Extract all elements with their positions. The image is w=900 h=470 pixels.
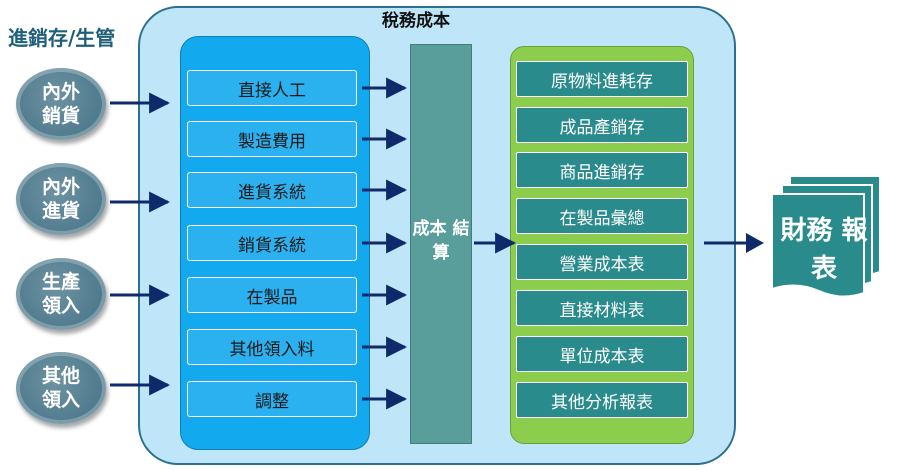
report-item-other-analysis[interactable]: 其他分析報表 [516,382,688,418]
input-circle-0[interactable]: 內外 銷貨 [16,68,106,140]
financial-statement-label: 財務 報表 [780,216,868,284]
report-item-finished-goods[interactable]: 成品產銷存 [516,107,688,143]
document-stack-icon [771,175,881,298]
cost-item-manufacturing-overhead[interactable]: 製造費用 [187,121,357,157]
report-item-wip-summary[interactable]: 在製品彙總 [516,198,688,234]
report-item-raw-material[interactable]: 原物料進耗存 [516,61,688,97]
cost-item-work-in-process[interactable]: 在製品 [187,277,357,313]
main-title: 稅務成本 [382,11,450,31]
input-label: 內外 銷貨 [41,81,80,127]
side-title: 進銷存/生管 [8,26,116,50]
report-item-direct-material[interactable]: 直接材料表 [516,290,688,326]
input-label: 內外 進貨 [41,176,80,222]
cost-settlement-label: 成本 結算 [412,219,470,263]
report-item-merchandise[interactable]: 商品進銷存 [516,152,688,188]
input-label: 生產 領入 [41,271,80,317]
report-item-operating-cost[interactable]: 營業成本表 [516,244,688,280]
cost-item-other-materials[interactable]: 其他領入料 [187,329,357,365]
report-item-unit-cost[interactable]: 單位成本表 [516,336,688,372]
cost-settlement-bar [410,44,472,444]
cost-item-adjustment[interactable]: 調整 [187,381,357,417]
cost-item-purchasing-system[interactable]: 進貨系統 [187,172,357,208]
input-circle-2[interactable]: 生產 領入 [16,258,106,330]
cost-item-direct-labor[interactable]: 直接人工 [187,70,357,106]
input-circle-3[interactable]: 其他 領入 [16,352,106,424]
cost-item-sales-system[interactable]: 銷貨系統 [187,225,357,261]
input-label: 其他 領入 [41,365,80,411]
input-circle-1[interactable]: 內外 進貨 [16,163,106,235]
arrow-output [704,233,764,253]
